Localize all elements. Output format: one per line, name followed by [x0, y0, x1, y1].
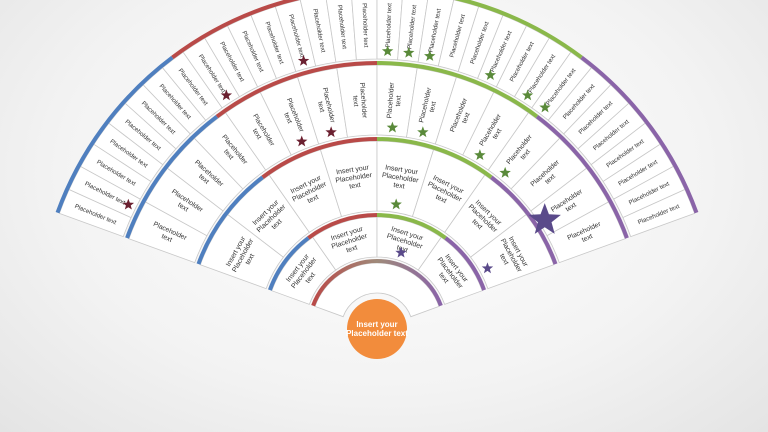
star-icon: [296, 135, 308, 147]
ring-2-border-arc: [376, 213, 447, 240]
ring-5-border-arc: [580, 55, 699, 214]
star-icon: [390, 198, 402, 210]
star-icon: [381, 45, 394, 57]
ring-3-border-arc: [376, 137, 493, 179]
ring-1-border: [311, 259, 443, 307]
star-icon: [528, 203, 561, 234]
star-icon: [484, 69, 497, 81]
ring-2-segment[interactable]: [417, 236, 483, 305]
star-icon: [417, 126, 429, 138]
segment-label: Placeholdertext: [386, 81, 404, 119]
ring-3-border-arc: [196, 175, 264, 265]
ring-2-border-arc: [444, 236, 487, 291]
star-icon: [499, 166, 511, 178]
ring-5-segment[interactable]: [622, 188, 696, 238]
star-icon: [474, 149, 486, 161]
star-icon: [220, 89, 233, 101]
star-icon: [325, 126, 337, 138]
segment-label: Placeholder text: [384, 3, 393, 48]
star-icon: [297, 54, 310, 66]
ring-5-border-arc: [55, 55, 174, 214]
ring-2-border-arc: [307, 213, 378, 240]
star-icon: [539, 101, 551, 113]
star-icon: [386, 121, 399, 133]
ring-4-segment[interactable]: [546, 201, 626, 264]
ring-4-border-arc: [125, 114, 219, 239]
segment-label: Placeholder text: [361, 3, 370, 48]
ring-5-border-arc: [454, 0, 583, 60]
ring-4-border-arc: [215, 61, 378, 119]
ring-borders: [55, 0, 699, 307]
center-node[interactable]: [347, 299, 407, 359]
segment-layer: [58, 0, 696, 318]
star-icon: [424, 50, 436, 61]
segment-label: Placeholdertext: [350, 82, 368, 120]
star-icon: [395, 246, 407, 258]
ring-4-border-arc: [535, 114, 629, 239]
ring-5-border-arc: [171, 0, 300, 60]
star-icon: [481, 262, 494, 274]
star-icon: [521, 89, 534, 101]
ring-3-border-arc: [490, 175, 558, 265]
star-icon: [122, 198, 135, 210]
ring-4-border-arc: [376, 61, 539, 119]
marker-layer: [122, 45, 561, 274]
segment-label: Insert yourPlaceholdertext: [423, 174, 467, 211]
star-icon: [403, 46, 415, 58]
ring-1-segment[interactable]: [314, 262, 440, 318]
ring-2-border-arc: [267, 236, 310, 291]
ring-3-border-arc: [261, 137, 378, 179]
